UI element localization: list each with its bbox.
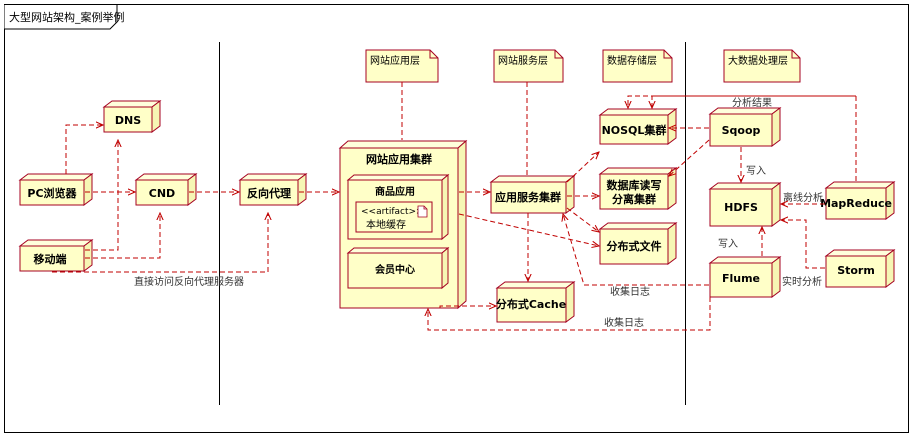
node-pc-browser[interactable]: PC浏览器: [18, 173, 94, 206]
label-collect-logs-2: 收集日志: [604, 316, 644, 329]
svg-text:网站应用层: 网站应用层: [370, 54, 420, 67]
svg-text:CND: CND: [149, 187, 175, 200]
diagram-title: 大型网站架构_案例举例: [9, 10, 125, 24]
svg-text:NOSQL集群: NOSQL集群: [602, 123, 667, 137]
note-service-layer: 网站服务层: [493, 49, 564, 83]
note-app-layer: 网站应用层: [365, 49, 439, 83]
svg-text:网站应用集群: 网站应用集群: [366, 152, 432, 166]
svg-text:反向代理: 反向代理: [247, 186, 291, 200]
node-member-center[interactable]: 会员中心: [346, 246, 450, 290]
node-sqoop[interactable]: Sqoop: [708, 107, 782, 147]
node-storm[interactable]: Storm: [824, 249, 896, 288]
label-offline-analysis: 离线分析: [783, 191, 823, 204]
svg-text:Flume: Flume: [722, 272, 760, 285]
svg-text:大数据处理层: 大数据处理层: [728, 54, 788, 67]
node-distributed-cache[interactable]: 分布式Cache: [495, 281, 576, 323]
node-flume[interactable]: Flume: [708, 256, 782, 298]
label-collect-logs-1: 收集日志: [610, 285, 650, 298]
svg-text:数据库读写: 数据库读写: [607, 178, 662, 192]
svg-text:商品应用: 商品应用: [375, 185, 415, 198]
node-mapreduce[interactable]: MapReduce: [820, 181, 896, 220]
artifact-local-cache[interactable]: <<artifact>> 本地缓存: [355, 201, 433, 233]
label-write-in-sqoop: 写入: [746, 165, 766, 177]
svg-text:DNS: DNS: [115, 114, 141, 127]
node-dns[interactable]: DNS: [102, 100, 162, 133]
node-reverse-proxy[interactable]: 反向代理: [238, 173, 308, 206]
svg-text:数据存储层: 数据存储层: [607, 54, 657, 67]
svg-text:Sqoop: Sqoop: [722, 124, 761, 137]
svg-text:会员中心: 会员中心: [375, 263, 415, 276]
label-realtime-analysis: 实时分析: [782, 275, 822, 288]
svg-text:应用服务集群: 应用服务集群: [495, 190, 561, 204]
label-direct-proxy: 直接访问反向代理服务器: [134, 275, 244, 288]
note-storage-layer: 数据存储层: [602, 49, 673, 83]
node-db-rw-split[interactable]: 数据库读写 分离集群: [598, 167, 678, 210]
svg-text:<<artifact>>: <<artifact>>: [361, 207, 424, 217]
label-analysis-result: 分析结果: [732, 96, 772, 109]
title-tab: [4, 4, 118, 30]
svg-text:HDFS: HDFS: [724, 201, 758, 214]
connectors: [52, 95, 857, 331]
node-mobile[interactable]: 移动端: [18, 239, 94, 272]
svg-text:分布式文件: 分布式文件: [607, 239, 662, 253]
svg-text:本地缓存: 本地缓存: [366, 218, 406, 231]
svg-text:Storm: Storm: [837, 264, 875, 277]
svg-text:网站服务层: 网站服务层: [498, 54, 548, 67]
label-write-in-flume: 写入: [718, 238, 738, 250]
note-bigdata-layer: 大数据处理层: [723, 49, 801, 83]
svg-text:分布式Cache: 分布式Cache: [496, 297, 566, 311]
node-cnd[interactable]: CND: [134, 173, 198, 206]
svg-text:分离集群: 分离集群: [612, 192, 656, 206]
svg-text:PC浏览器: PC浏览器: [27, 186, 77, 200]
node-hdfs[interactable]: HDFS: [708, 182, 782, 227]
node-nosql-cluster[interactable]: NOSQL集群: [598, 108, 678, 145]
node-distributed-file[interactable]: 分布式文件: [598, 222, 678, 265]
svg-text:移动端: 移动端: [34, 252, 67, 266]
artifact-file-icon: [417, 205, 428, 218]
svg-text:MapReduce: MapReduce: [820, 197, 892, 210]
node-app-service-cluster[interactable]: 应用服务集群: [489, 175, 576, 214]
